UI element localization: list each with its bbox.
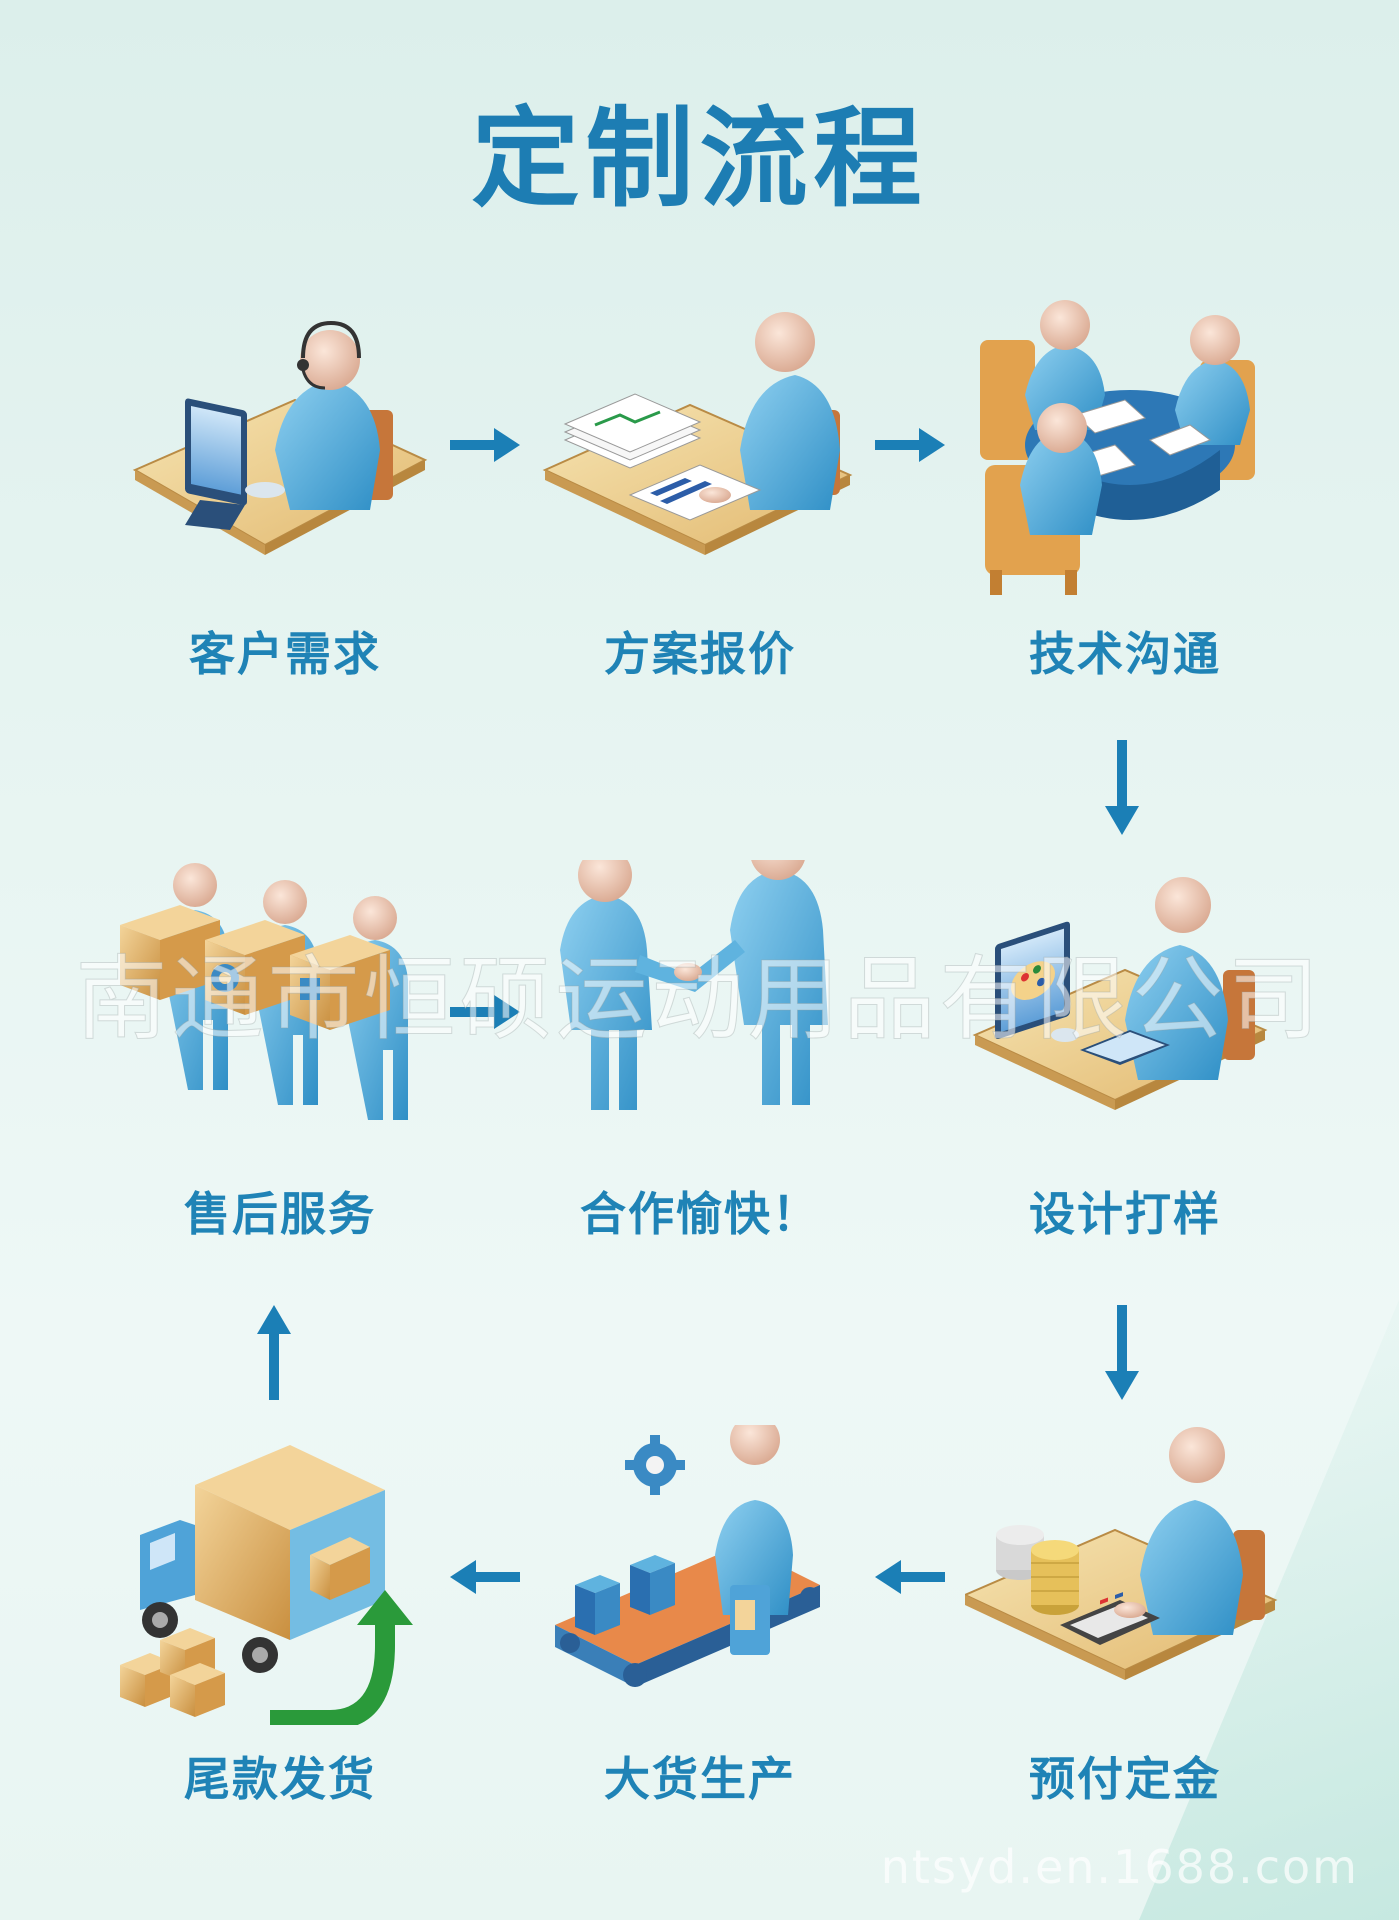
step-label: 客户需求 (189, 627, 381, 681)
arrow-down-icon (1105, 740, 1139, 835)
step-label: 尾款发货 (184, 1752, 376, 1806)
arrow-right-icon (450, 995, 520, 1029)
step-label: 技术沟通 (1029, 627, 1221, 681)
person-documents-chart-icon (542, 312, 853, 555)
step-label: 售后服务 (184, 1187, 376, 1241)
production-conveyor-icon (555, 1425, 820, 1687)
arrow-right-icon (450, 428, 520, 462)
person-computer-headset-icon (132, 320, 428, 555)
step-label: 设计打样 (1029, 1187, 1221, 1241)
person-computer-design-icon (972, 877, 1268, 1110)
step-balance-delivery: 尾款发货 (120, 1425, 440, 1809)
person-coins-calculator-icon (965, 1427, 1278, 1680)
arrow-right-icon (875, 428, 945, 462)
step-mass-production: 大货生产 (540, 1425, 860, 1809)
step-customer-demand: 客户需求 (125, 300, 445, 684)
arrow-left-icon (450, 1560, 520, 1594)
arrow-down-icon (1105, 1305, 1139, 1400)
step-advance-deposit: 预付定金 (965, 1425, 1285, 1809)
arrow-left-icon (875, 1560, 945, 1594)
step-design-sampling: 设计打样 (965, 860, 1285, 1244)
step-quotation: 方案报价 (540, 300, 860, 684)
handshake-icon (560, 860, 828, 1110)
step-technical-communication: 技术沟通 (965, 300, 1285, 684)
arrow-up-icon (257, 1305, 291, 1400)
watermark-url: ntsyd.en.1688.com (880, 1840, 1359, 1894)
meeting-table-icon (980, 300, 1255, 595)
delivery-truck-icon (120, 1445, 413, 1725)
page-title: 定制流程 (471, 97, 928, 222)
step-label: 预付定金 (1029, 1752, 1221, 1806)
step-label: 方案报价 (604, 627, 796, 681)
people-carrying-boxes-icon (120, 863, 408, 1120)
step-label: 大货生产 (604, 1752, 796, 1806)
step-label: 合作愉快！ (580, 1187, 820, 1241)
step-after-sales-service: 售后服务 (120, 860, 440, 1244)
step-successful-cooperation: 合作愉快！ (540, 860, 860, 1244)
